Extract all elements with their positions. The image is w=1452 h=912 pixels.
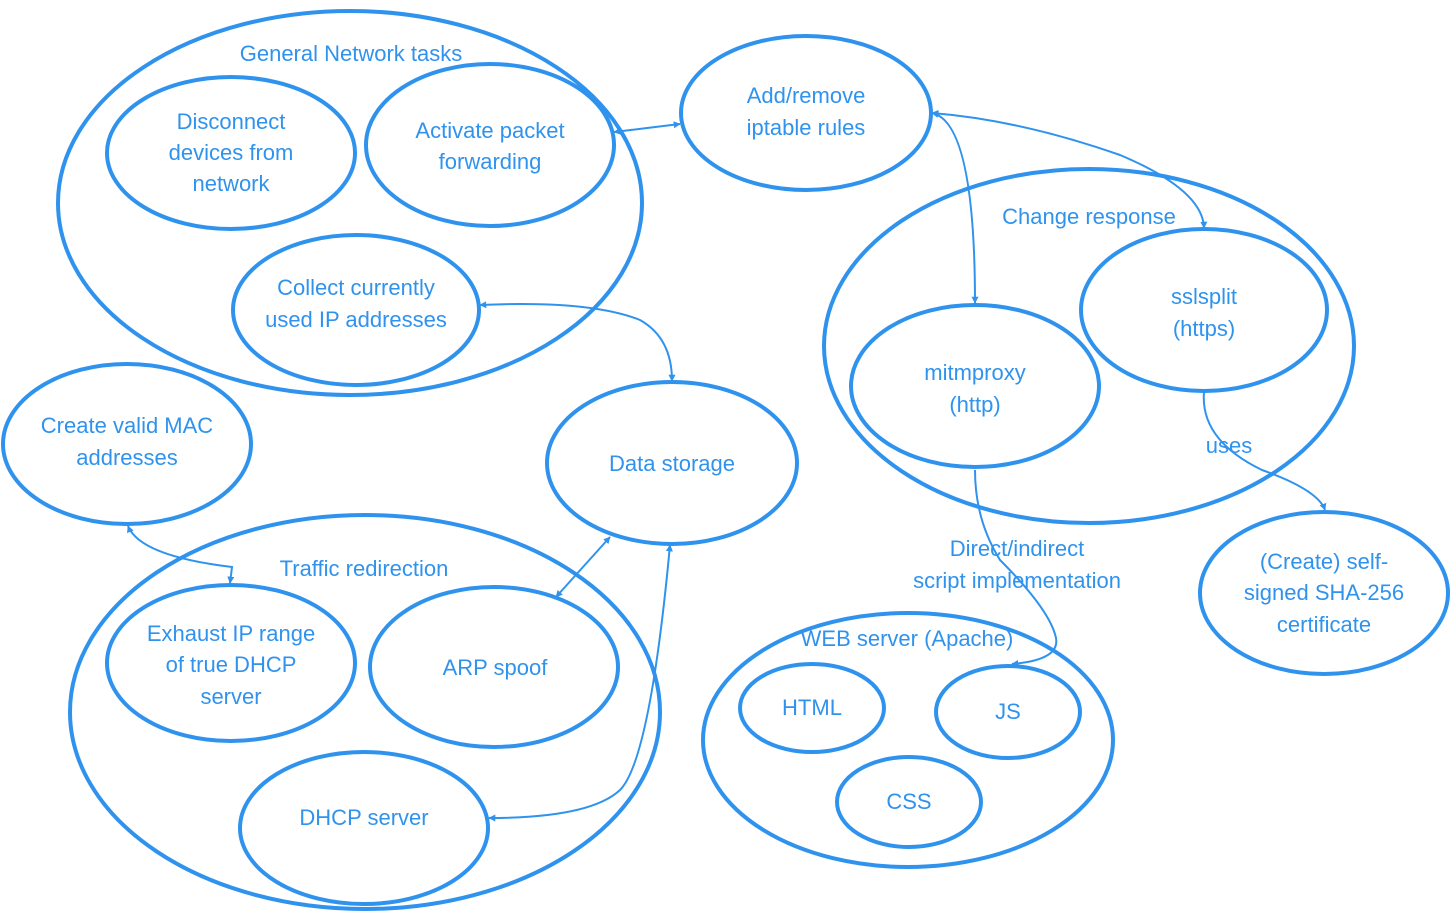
arp-spoof-label: ARP spoof — [443, 655, 549, 680]
edge-sslsplit-certificate — [1202, 391, 1327, 511]
css-ellipse — [835, 755, 983, 849]
web-server-label: WEB server (Apache) — [801, 626, 1014, 651]
edge-iptables-sslsplit — [931, 110, 1208, 229]
create-mac-label: Create valid MAC — [41, 413, 214, 438]
mitmproxy-ellipse — [849, 303, 1101, 469]
edge-collect-storage — [479, 301, 676, 382]
collect-ips-label: Collect currently — [277, 275, 435, 300]
activate-forwarding-label: Activate packet — [415, 118, 564, 143]
create-mac-ellipse — [1, 362, 253, 526]
traffic-redirection-label: Traffic redirection — [280, 556, 449, 581]
sslsplit-label: (https) — [1173, 316, 1235, 341]
script-edge-label: script implementation — [913, 568, 1121, 593]
iptables-label: Add/remove — [747, 83, 866, 108]
disconnect-devices-label: network — [192, 171, 270, 196]
html-ellipse — [738, 662, 886, 754]
html-label: HTML — [782, 695, 842, 720]
edge-iptables-mitmproxy — [931, 110, 979, 304]
data-storage-ellipse — [545, 380, 799, 546]
exhaust-ip-label: of true DHCP — [166, 652, 297, 677]
web-server-ellipse — [701, 611, 1115, 869]
collect-ips-label: used IP addresses — [265, 307, 447, 332]
disconnect-devices-label: Disconnect — [177, 109, 286, 134]
edge-mac-exhaust — [127, 525, 235, 584]
collect-ips-ellipse — [231, 233, 481, 387]
iptables-ellipse — [679, 34, 933, 192]
exhaust-ip-label: server — [200, 684, 261, 709]
mitmproxy-label: mitmproxy — [924, 360, 1025, 385]
change-response-label: Change response — [1002, 204, 1176, 229]
edge-forwarding-iptables — [613, 121, 681, 135]
activate-forwarding-ellipse — [364, 62, 616, 228]
disconnect-devices-label: devices from — [169, 140, 294, 165]
js-label: JS — [995, 699, 1021, 724]
general-network-tasks-ellipse — [56, 9, 644, 397]
data-storage-label: Data storage — [609, 451, 735, 476]
edge-storage-dhcp — [488, 544, 673, 822]
css-label: CSS — [886, 789, 931, 814]
iptables-label: iptable rules — [747, 115, 866, 140]
dhcp-server-ellipse — [238, 750, 490, 906]
certificate-label: (Create) self- — [1260, 549, 1388, 574]
general-network-tasks-label: General Network tasks — [240, 41, 463, 66]
script-edge-label: Direct/indirect — [950, 536, 1084, 561]
uses-edge-label: uses — [1206, 433, 1252, 458]
edge-mitmproxy-js — [974, 469, 1058, 667]
disconnect-devices-ellipse — [105, 75, 357, 231]
sslsplit-label: sslsplit — [1171, 284, 1237, 309]
certificate-label: certificate — [1277, 612, 1371, 637]
mitmproxy-label: (http) — [949, 392, 1000, 417]
certificate-label: signed SHA-256 — [1244, 580, 1404, 605]
activate-forwarding-label: forwarding — [439, 149, 542, 174]
create-mac-label: addresses — [76, 445, 178, 470]
certificate-ellipse — [1198, 510, 1450, 676]
exhaust-ip-label: Exhaust IP range — [147, 621, 315, 646]
sslsplit-ellipse — [1079, 227, 1329, 393]
js-ellipse — [934, 664, 1082, 760]
dhcp-server-label: DHCP server — [299, 805, 428, 830]
exhaust-ip-ellipse — [105, 583, 357, 743]
